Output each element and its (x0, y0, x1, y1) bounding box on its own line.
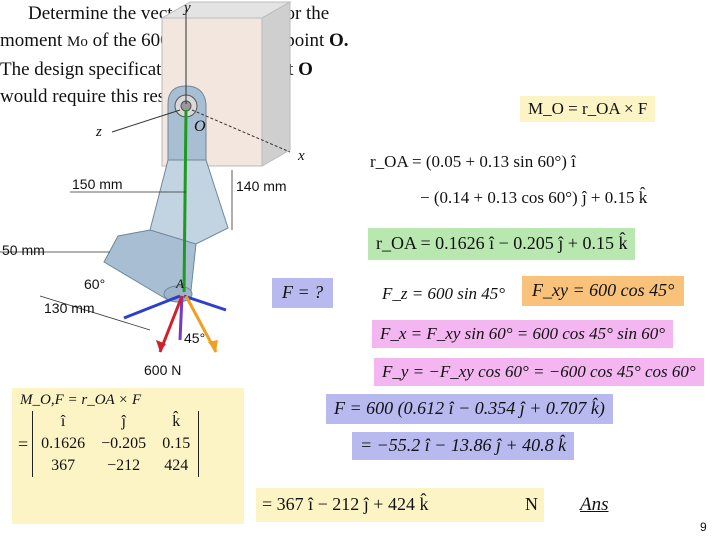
y-axis-label: y (184, 0, 191, 16)
fxy-equation: F_xy = 600 cos 45° (522, 276, 685, 306)
force-blue-right (183, 294, 227, 312)
matrix-r3c2: −212 (107, 457, 141, 474)
point-a-label: A (176, 276, 184, 291)
matrix-r3c1: 367 (51, 457, 76, 474)
result-unit: N (525, 494, 538, 514)
matrix-r1c3: k̂ (172, 413, 181, 430)
bracket-figure (0, 1, 292, 353)
dim-130mm: 130 mm (44, 300, 95, 316)
force-purple (178, 295, 184, 341)
problem-line-4: would require this result. (0, 86, 190, 107)
angle-60: 60° (84, 276, 106, 292)
fz-equation: F_z = 600 sin 45° (382, 284, 506, 303)
matrix-r2c1: 0.1626 (41, 435, 86, 452)
fx-equation: F_x = F_xy sin 60° = 600 cos 45° sin 60° (372, 320, 674, 349)
r-oa-result: r_OA = 0.1626 î − 0.205 ĵ + 0.15 k̂ (368, 228, 636, 260)
dim-140mm: 140 mm (236, 178, 287, 194)
moment-definition: M_O = r_OA × F (520, 96, 656, 123)
f-vector-1: F = 600 (0.612 î − 0.354 ĵ + 0.707 k̂) (326, 394, 613, 424)
matrix-r1c2: ĵ (121, 413, 126, 430)
matrix-r1c1: î (60, 413, 66, 430)
dim-150mm: 150 mm (72, 176, 123, 192)
r-oa-vector (182, 109, 188, 293)
angle-45: 45° (184, 330, 206, 346)
determinant-matrix: î ĵ k̂ 0.1626 −0.205 0.15 367 −212 424 (32, 411, 200, 477)
final-result: = 367 î − 212 ĵ + 424 k̂ N (256, 488, 544, 522)
x-axis-label: x (298, 148, 305, 164)
force-blue-left (123, 294, 181, 320)
point-o-label: O (194, 118, 206, 135)
x-axis (191, 109, 291, 153)
matrix-r3c3: 424 (164, 457, 189, 474)
ans-label: Ans (580, 494, 609, 515)
r-oa-line-2: − (0.14 + 0.13 cos 60°) ĵ + 0.15 k̂ (420, 188, 648, 207)
dim-50mm: 50 mm (2, 242, 45, 258)
mo-symbol: Mo (67, 34, 88, 50)
matrix-r2c2: −0.205 (101, 435, 147, 452)
page-number: 9 (700, 520, 707, 534)
result-expression: = 367 î − 212 ĵ + 424 k̂ (262, 494, 429, 514)
matrix-r2c3: 0.15 (162, 435, 191, 452)
f-vector-2: = −55.2 î − 13.86 ĵ + 40.8 k̂ (352, 432, 575, 460)
f-question: F = ? (272, 278, 334, 308)
determinant-box: M_O,F = r_OA × F = î ĵ k̂ 0.1626 −0.205 … (12, 388, 244, 524)
r-oa-line-1: r_OA = (0.05 + 0.13 sin 60°) î (370, 152, 576, 171)
bracket-flange (149, 159, 229, 245)
force-red (158, 295, 184, 353)
z-axis (111, 109, 181, 133)
mo-cross-label: M_O,F = r_OA × F (20, 392, 142, 408)
z-axis-label: z (96, 124, 102, 140)
force-600n-label: 600 N (144, 362, 182, 378)
equals-sign: = (18, 433, 29, 454)
fy-equation: F_y = −F_xy cos 60° = −600 cos 45° cos 6… (374, 358, 704, 387)
